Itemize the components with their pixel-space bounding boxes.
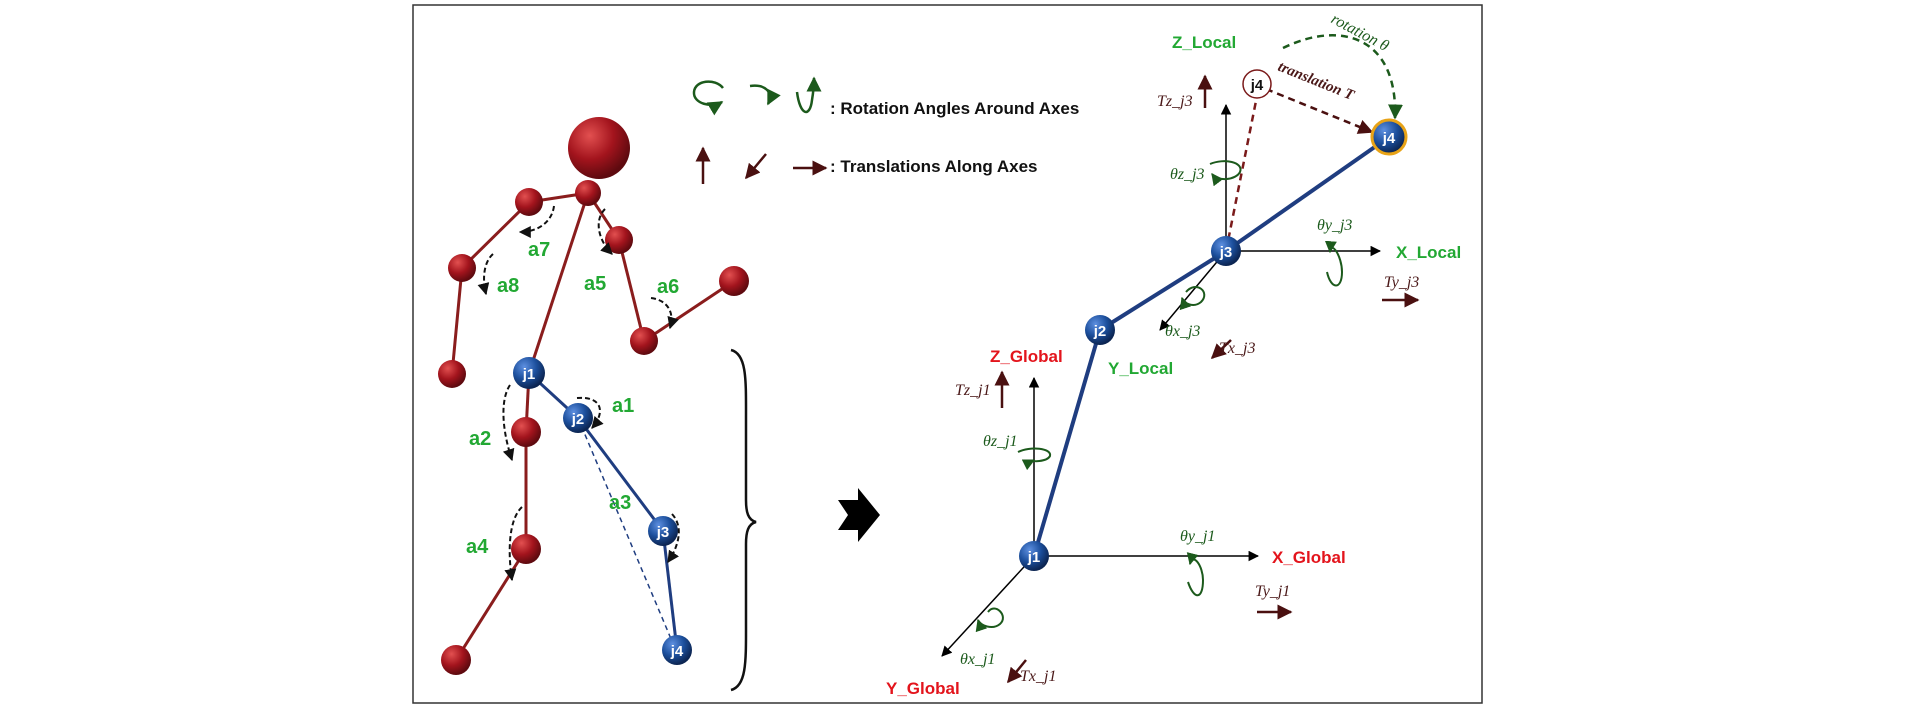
chain-joint-j3 bbox=[1211, 236, 1241, 266]
rotation-icon-1 bbox=[692, 80, 724, 116]
right-shoulder-joint bbox=[515, 188, 543, 216]
left-elbow-joint bbox=[630, 327, 658, 355]
ty-j1-label: Ty_j1 bbox=[1255, 583, 1290, 600]
theta-z-j1-label: θz_j1 bbox=[983, 433, 1018, 450]
y-local-axis bbox=[1159, 250, 1227, 331]
tz-j1-label: Tz_j1 bbox=[955, 382, 991, 399]
theta-y-j3-label: θy_j3 bbox=[1317, 217, 1352, 234]
rotation-icon-3 bbox=[795, 76, 822, 113]
theta-z-j3-label: θz_j3 bbox=[1170, 166, 1205, 183]
legend: : Rotation Angles Around Axes : Translat… bbox=[692, 76, 1079, 184]
head bbox=[568, 117, 630, 179]
right-hand-joint bbox=[438, 360, 466, 388]
chain-joint-j3-label: j3 bbox=[1219, 244, 1233, 261]
joint-j1 bbox=[513, 357, 545, 389]
joint-j2 bbox=[563, 403, 593, 433]
translation-x-j1-icon bbox=[1007, 659, 1027, 684]
x-global-label: X_Global bbox=[1272, 548, 1346, 567]
angle-a4-label: a4 bbox=[466, 536, 489, 558]
angle-a6-label: a6 bbox=[657, 276, 679, 298]
angle-a2-label: a2 bbox=[469, 428, 491, 450]
implication-arrow bbox=[838, 488, 880, 542]
neck-joint bbox=[575, 180, 601, 206]
joint-j4-label: j4 bbox=[670, 643, 684, 660]
rotation-y-j3-icon bbox=[1324, 240, 1344, 287]
rotation-legend-label: : Rotation Angles Around Axes bbox=[830, 99, 1079, 118]
translation-x-j3-icon bbox=[1210, 339, 1232, 360]
joint-j3-label: j3 bbox=[656, 524, 670, 541]
angle-a7-label: a7 bbox=[528, 239, 550, 261]
translation-t-label: translation T bbox=[1276, 59, 1357, 104]
chain-joint-j4 bbox=[1370, 118, 1408, 156]
chain-joint-j1 bbox=[1019, 541, 1049, 571]
chain-joint-j2-label: j2 bbox=[1093, 323, 1107, 340]
y-local-label: Y_Local bbox=[1108, 359, 1173, 378]
joint-j3 bbox=[648, 516, 678, 546]
z-global-label: Z_Global bbox=[990, 347, 1063, 366]
translation-legend-label: : Translations Along Axes bbox=[830, 157, 1038, 176]
joint-j4 bbox=[662, 635, 692, 665]
x-local-label: X_Local bbox=[1396, 243, 1461, 262]
right-knee-joint bbox=[511, 417, 541, 447]
angle-a3-label: a3 bbox=[609, 492, 631, 514]
theta-x-j3-label: θx_j3 bbox=[1165, 323, 1200, 340]
right-foot-joint bbox=[441, 645, 471, 675]
left-shoulder-joint bbox=[605, 226, 633, 254]
tx-j1-label: Tx_j1 bbox=[1020, 668, 1056, 685]
original-j4-label: j4 bbox=[1250, 77, 1264, 94]
y-global-axis bbox=[941, 555, 1035, 657]
original-j4-joint bbox=[1242, 69, 1272, 99]
translation-down-icon bbox=[745, 153, 767, 180]
rotation-theta-label: rotation θ bbox=[1328, 11, 1392, 56]
angle-a5-label: a5 bbox=[584, 273, 606, 295]
rotation-x-j1-icon bbox=[975, 607, 1004, 633]
curly-brace bbox=[730, 348, 757, 692]
rotation-icon-2 bbox=[749, 84, 781, 106]
joint-j1-label: j1 bbox=[522, 366, 536, 383]
rotation-z-j3-icon bbox=[1209, 160, 1242, 187]
chain-joint-j2 bbox=[1085, 315, 1115, 345]
stick-figure: j1 j2 j3 j4 a1 a2 a3 a4 a5 a6 a7 a8 bbox=[438, 117, 749, 675]
tx-j3-label: Tx_j3 bbox=[1219, 340, 1255, 357]
left-hand-joint bbox=[719, 266, 749, 296]
chain-joint-j1-label: j1 bbox=[1027, 549, 1041, 566]
angle-a1-label: a1 bbox=[612, 395, 634, 417]
angle-a8-label: a8 bbox=[497, 275, 519, 297]
y-global-label: Y_Global bbox=[886, 679, 960, 698]
rotation-y-j1-icon bbox=[1186, 552, 1205, 597]
right-elbow-joint bbox=[448, 254, 476, 282]
theta-y-j1-label: θy_j1 bbox=[1180, 528, 1215, 545]
joint-j2-label: j2 bbox=[571, 411, 585, 428]
tz-j3-label: Tz_j3 bbox=[1157, 93, 1193, 110]
ty-j3-label: Ty_j3 bbox=[1384, 274, 1419, 291]
right-ankle-joint bbox=[511, 534, 541, 564]
figure-frame bbox=[412, 4, 1483, 704]
chain-joint-j4-label: j4 bbox=[1382, 130, 1396, 147]
rotation-x-j3-icon bbox=[1179, 286, 1206, 311]
rotation-z-j1-icon bbox=[1017, 447, 1051, 471]
theta-x-j1-label: θx_j1 bbox=[960, 651, 995, 668]
z-local-label: Z_Local bbox=[1172, 33, 1236, 52]
